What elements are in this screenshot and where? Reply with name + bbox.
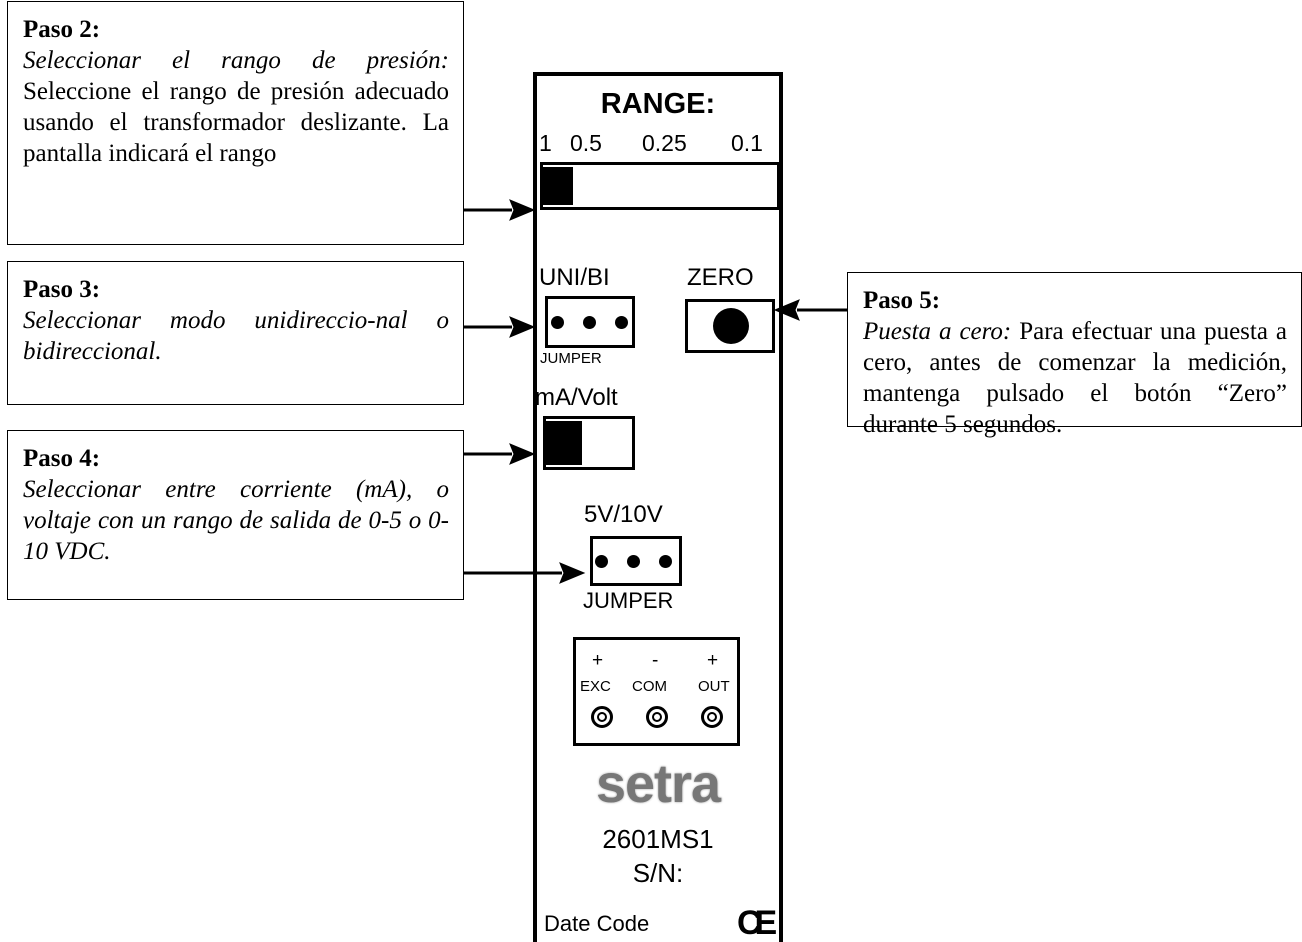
ma-volt-switch[interactable]	[543, 416, 635, 470]
step-2-title: Paso 2:	[23, 16, 101, 43]
step-3-callout: Paso 3: Seleccionar modo unidireccio-nal…	[7, 261, 464, 405]
step-4-title: Paso 4:	[23, 445, 101, 472]
jumper-pin	[659, 555, 672, 568]
terminal-screw-icon[interactable]	[701, 706, 723, 728]
range-tick-0-1: 0.1	[731, 130, 763, 156]
step-5-heading: Puesta a cero:	[863, 318, 1012, 345]
unibi-label: UNI/BI	[539, 264, 610, 291]
range-slider[interactable]	[540, 162, 780, 210]
step-3-title: Paso 3:	[23, 276, 101, 303]
terminal-label-out: OUT	[698, 678, 730, 695]
terminal-screw-icon[interactable]	[591, 706, 613, 728]
voltage-jumper[interactable]	[590, 536, 682, 586]
ma-volt-switch-knob[interactable]	[546, 421, 582, 465]
arrow-step-5-head	[773, 299, 800, 321]
terminal-screw-icon[interactable]	[646, 706, 668, 728]
device-panel: RANGE: 1 0.5 0.25 0.1 UNI/BI ZERO JUMPER…	[533, 72, 783, 942]
terminal-sign-out: +	[707, 650, 719, 671]
arrow-step-4-voltage-head	[559, 562, 586, 584]
serial-label: S/N:	[632, 858, 684, 888]
jumper-label: JUMPER	[540, 350, 602, 367]
jumper-pin	[627, 555, 640, 568]
zero-button-frame	[685, 299, 775, 353]
date-code-label: Date Code	[544, 911, 650, 936]
jumper-pin	[595, 555, 608, 568]
terminal-label-com: COM	[632, 678, 667, 695]
step-4-callout: Paso 4: Seleccionar entre corriente (mA)…	[7, 430, 464, 600]
voltage-range-label: 5V/10V	[584, 501, 663, 528]
zero-label: ZERO	[687, 264, 754, 291]
step-2-text: Seleccione el rango de presión adecuado …	[23, 78, 449, 167]
step-3-text: Seleccionar modo unidireccio-nal o bidir…	[23, 307, 449, 365]
range-tick-1: 1	[539, 130, 552, 156]
terminal-sign-exc: +	[592, 650, 604, 671]
terminal-label-exc: EXC	[580, 678, 611, 695]
model-number: 2601MS1	[602, 824, 714, 854]
step-5-text: Para efectuar una puesta a cero, antes d…	[863, 318, 1287, 438]
range-slider-knob[interactable]	[543, 167, 573, 205]
brand-logo: setra	[595, 754, 721, 814]
range-tick-0-25: 0.25	[642, 130, 687, 156]
terminal-block: + - + EXC COM OUT	[573, 637, 740, 746]
range-tick-0-5: 0.5	[570, 130, 602, 156]
arrow-step-4-head	[509, 443, 536, 465]
jumper-pin	[615, 316, 628, 329]
step-5-title: Paso 5:	[863, 287, 941, 314]
zero-button[interactable]	[713, 308, 749, 344]
range-title: RANGE:	[600, 88, 716, 120]
terminal-sign-com: -	[652, 650, 659, 671]
jumper-pin	[551, 316, 564, 329]
unibi-jumper[interactable]	[545, 296, 635, 348]
step-4-text: Seleccionar entre corriente (mA), o volt…	[23, 476, 449, 565]
step-2-heading: Seleccionar el rango de presión:	[23, 47, 449, 74]
arrow-step-3-head	[509, 316, 536, 338]
ma-volt-label: mA/Volt	[535, 384, 618, 411]
step-2-callout: Paso 2: Seleccionar el rango de presión:…	[7, 1, 464, 245]
step-5-callout: Paso 5: Puesta a cero: Para efectuar una…	[847, 272, 1302, 438]
jumper-pin	[583, 316, 596, 329]
jumper-2-label: JUMPER	[583, 588, 674, 613]
arrow-step-2-head	[509, 199, 536, 221]
